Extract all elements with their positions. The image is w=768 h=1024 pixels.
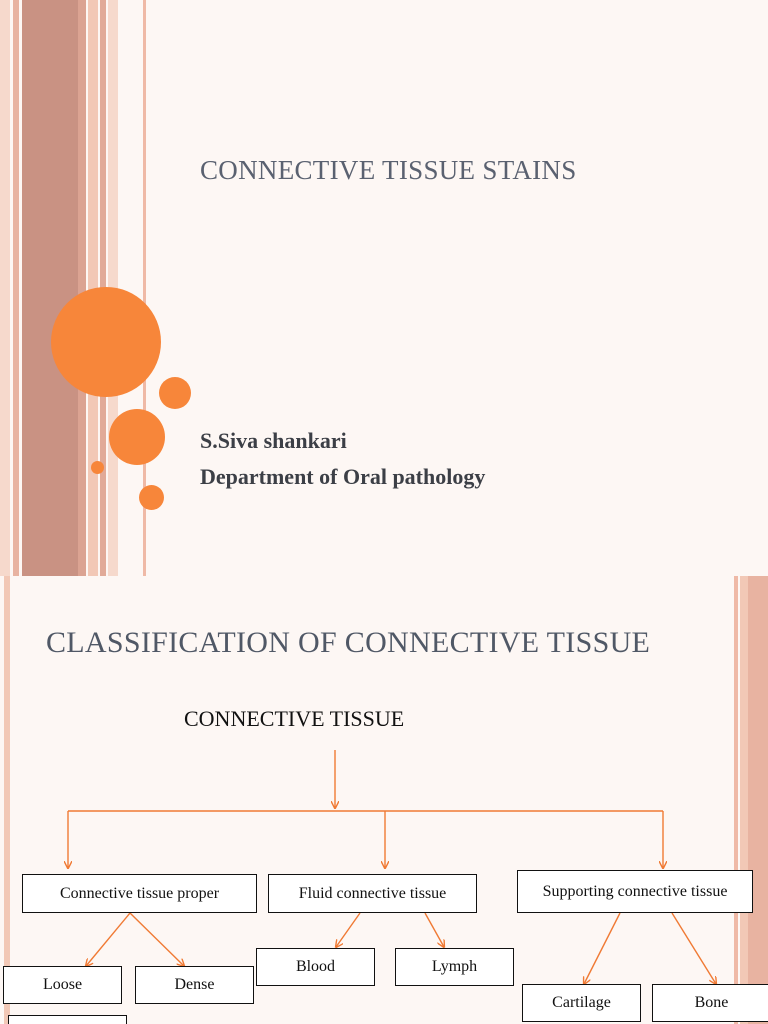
decor-stripe — [13, 0, 19, 576]
decor-stripe — [734, 576, 738, 1024]
decor-stripe — [22, 0, 78, 576]
type-box-cartilage: Cartilage — [522, 984, 641, 1022]
type-box-lymph: Lymph — [395, 948, 514, 986]
type-box-cutoff — [8, 1015, 127, 1024]
author-name: S.Siva shankari — [200, 428, 347, 453]
classification-slide: CLASSIFICATION OF CONNECTIVE TISSUE CONN… — [0, 576, 768, 1024]
department-name: Department of Oral pathology — [200, 464, 486, 489]
category-box-supporting: Supporting connective tissue — [517, 870, 753, 913]
type-box-bone: Bone — [652, 984, 768, 1022]
decor-stripe — [748, 576, 768, 1024]
decor-stripe — [78, 0, 86, 576]
decor-circle-small — [139, 485, 164, 510]
slide-title: CONNECTIVE TISSUE STAINS — [200, 155, 577, 185]
decor-stripe — [740, 576, 748, 1024]
decor-circle-small — [159, 377, 191, 409]
decor-stripe-left — [4, 576, 10, 1024]
root-node: CONNECTIVE TISSUE — [184, 706, 405, 731]
type-box-blood: Blood — [256, 948, 375, 986]
decor-stripe — [0, 0, 10, 576]
decor-circle-large — [51, 287, 161, 397]
decor-line — [143, 0, 146, 576]
category-box-proper: Connective tissue proper — [22, 874, 257, 913]
decor-circle-medium — [109, 409, 165, 465]
title-slide: CONNECTIVE TISSUE STAINS S.Siva shankari… — [0, 0, 768, 576]
type-box-loose: Loose — [3, 966, 122, 1004]
decor-circle-tiny — [91, 461, 104, 474]
category-box-fluid: Fluid connective tissue — [268, 874, 477, 913]
type-box-dense: Dense — [135, 966, 254, 1004]
tree-connectors — [0, 750, 768, 1024]
slide-title: CLASSIFICATION OF CONNECTIVE TISSUE — [46, 626, 651, 659]
